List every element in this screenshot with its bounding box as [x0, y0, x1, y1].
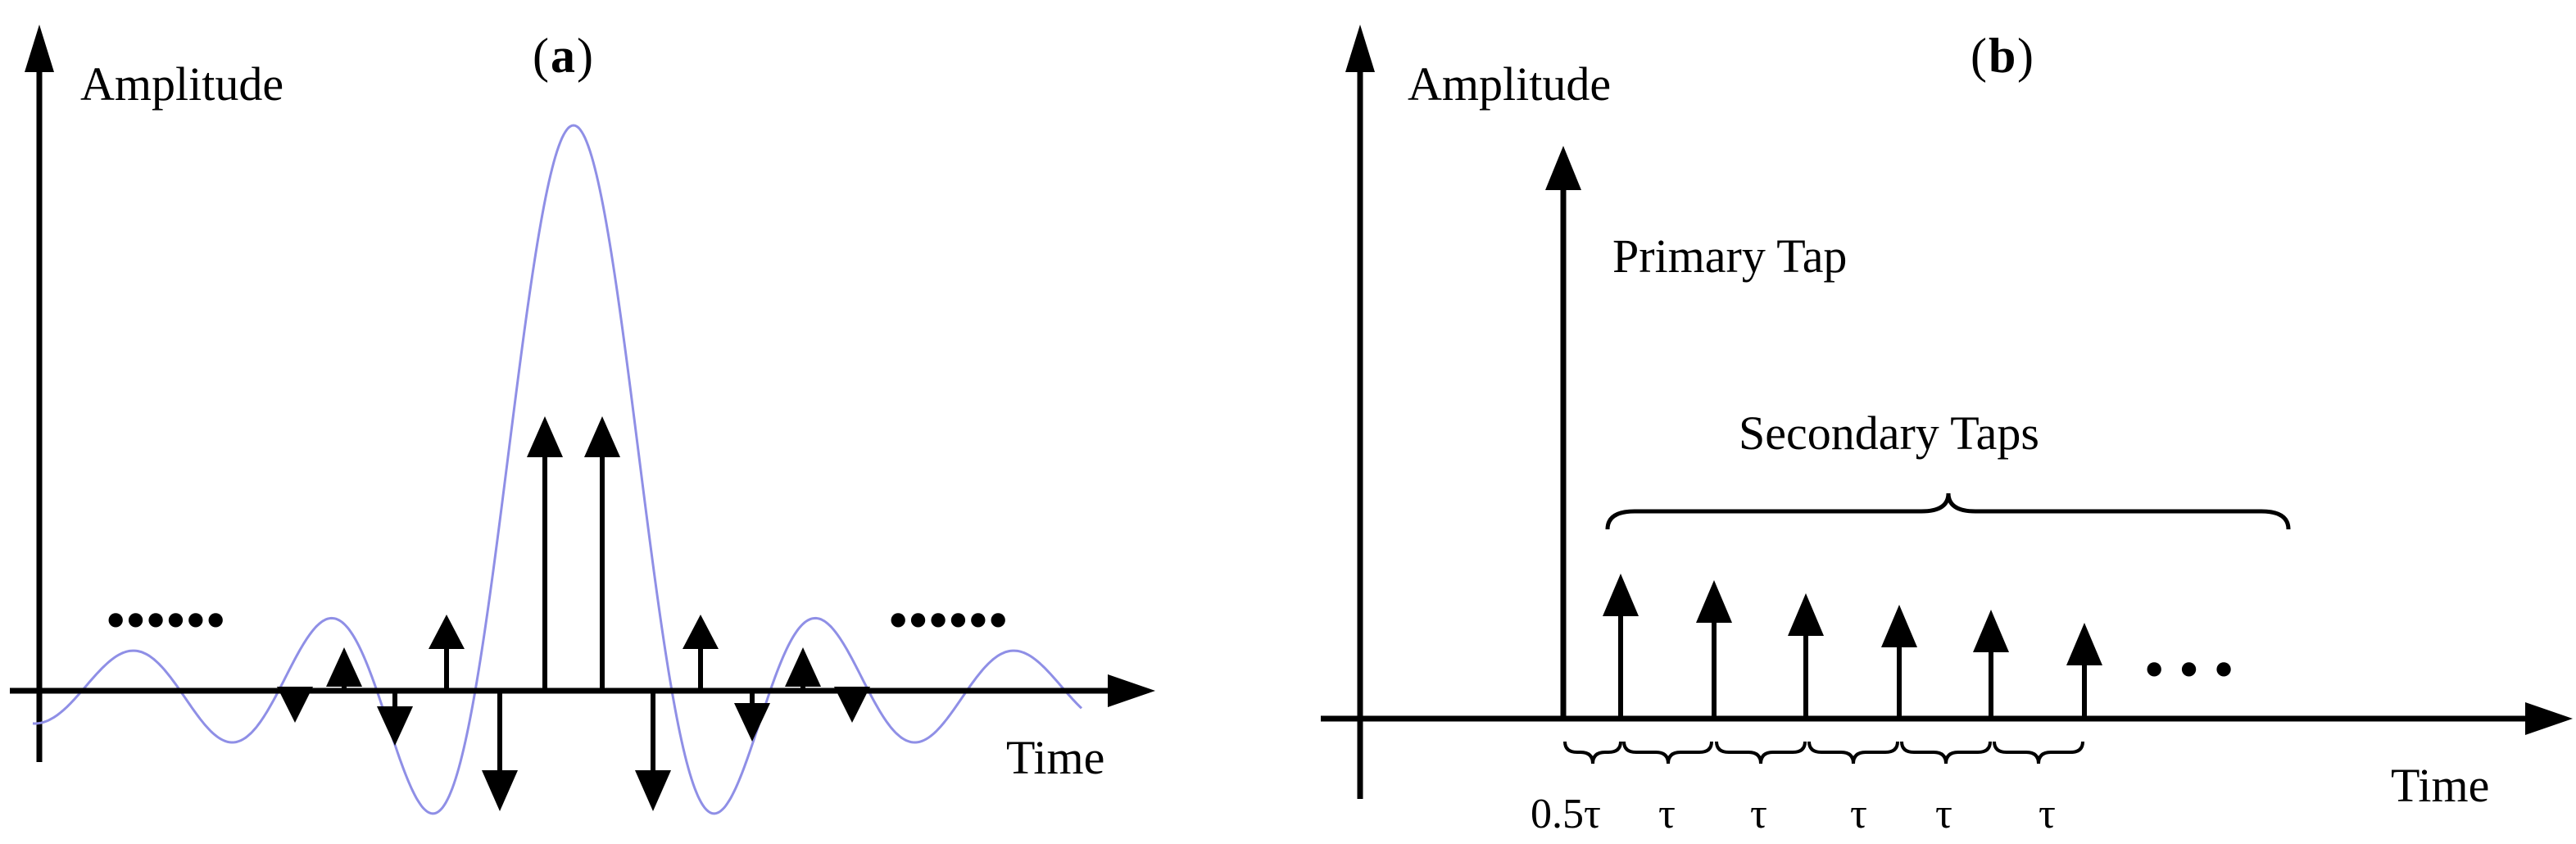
secondary-taps-brace — [1605, 492, 2291, 530]
panel-b: ( b ) Amplitude Time Primary Tap Seconda… — [1321, 25, 2573, 837]
tap-arrow-up — [527, 416, 563, 691]
primary-tap-label: Primary Tap — [1612, 229, 1847, 283]
interval-label: τ — [1750, 791, 1767, 837]
panel-a-y-axis-arrowhead — [25, 25, 54, 72]
panel-b-title-close: ) — [2017, 29, 2034, 83]
tap-arrow-up — [584, 416, 620, 691]
panel-a-title-close: ) — [577, 29, 593, 83]
tap-arrow-down — [734, 691, 770, 742]
interval-brace — [1563, 741, 1622, 765]
panel-b-x-axis-label: Time — [2391, 759, 2489, 812]
interval-brace — [1900, 741, 1992, 765]
panel-a-x-axis-arrowhead — [1108, 674, 1155, 707]
tap-arrow-down — [834, 687, 870, 723]
interval-label: τ — [1658, 791, 1676, 837]
panel-a-taps — [277, 416, 870, 811]
interval-label: τ — [1850, 791, 1867, 837]
interval-label: 0.5τ — [1531, 791, 1601, 837]
panel-a: ( a ) Amplitude Time •••••• •••••• — [10, 25, 1155, 815]
panel-b-title: b — [1989, 29, 2016, 83]
secondary-tap-arrow — [1603, 574, 1639, 719]
panel-a-y-axis-label: Amplitude — [80, 57, 283, 111]
tap-arrow-up — [429, 615, 465, 691]
tap-arrow-down — [277, 687, 313, 723]
panel-b-title-open: ( — [1971, 29, 1987, 83]
interval-labels: 0.5τ τ τ τ τ τ — [1531, 791, 2056, 837]
tap-arrow-down — [635, 691, 671, 811]
interval-brace — [1993, 741, 2084, 765]
interval-label: τ — [1935, 791, 1952, 837]
tap-arrow-up — [683, 615, 719, 691]
secondary-tap-arrow — [1973, 610, 2009, 719]
panel-a-left-ellipsis: •••••• — [107, 591, 226, 649]
tap-arrow-down — [482, 691, 518, 811]
panel-a-right-ellipsis: •••••• — [889, 591, 1009, 649]
panel-b-x-axis-arrowhead — [2525, 702, 2573, 735]
interval-brace — [1715, 741, 1807, 765]
secondary-tap-arrow — [1788, 593, 1824, 719]
secondary-tap-arrow — [2066, 623, 2102, 719]
secondary-tap-arrow — [1696, 580, 1732, 719]
secondary-tap-arrow — [1881, 605, 1917, 719]
primary-tap-arrow — [1545, 146, 1581, 719]
panel-a-sinc-curve — [32, 124, 1083, 815]
tap-arrow-up — [326, 647, 362, 691]
interval-label: τ — [2039, 791, 2056, 837]
secondary-taps — [1603, 574, 2102, 719]
interval-braces — [1563, 741, 2084, 765]
panel-a-x-axis-label: Time — [1006, 731, 1104, 784]
interval-brace — [1622, 741, 1713, 765]
secondary-taps-label: Secondary Taps — [1739, 406, 2039, 460]
interval-brace — [1807, 741, 1899, 765]
secondary-taps-continuation: • • • — [2145, 640, 2234, 698]
panel-a-title-open: ( — [533, 29, 549, 83]
tap-arrow-down — [377, 691, 413, 746]
panel-b-y-axis-arrowhead — [1345, 25, 1375, 72]
panel-a-title: a — [551, 29, 575, 83]
tap-arrow-up — [785, 647, 821, 691]
panel-b-y-axis-label: Amplitude — [1408, 57, 1611, 111]
